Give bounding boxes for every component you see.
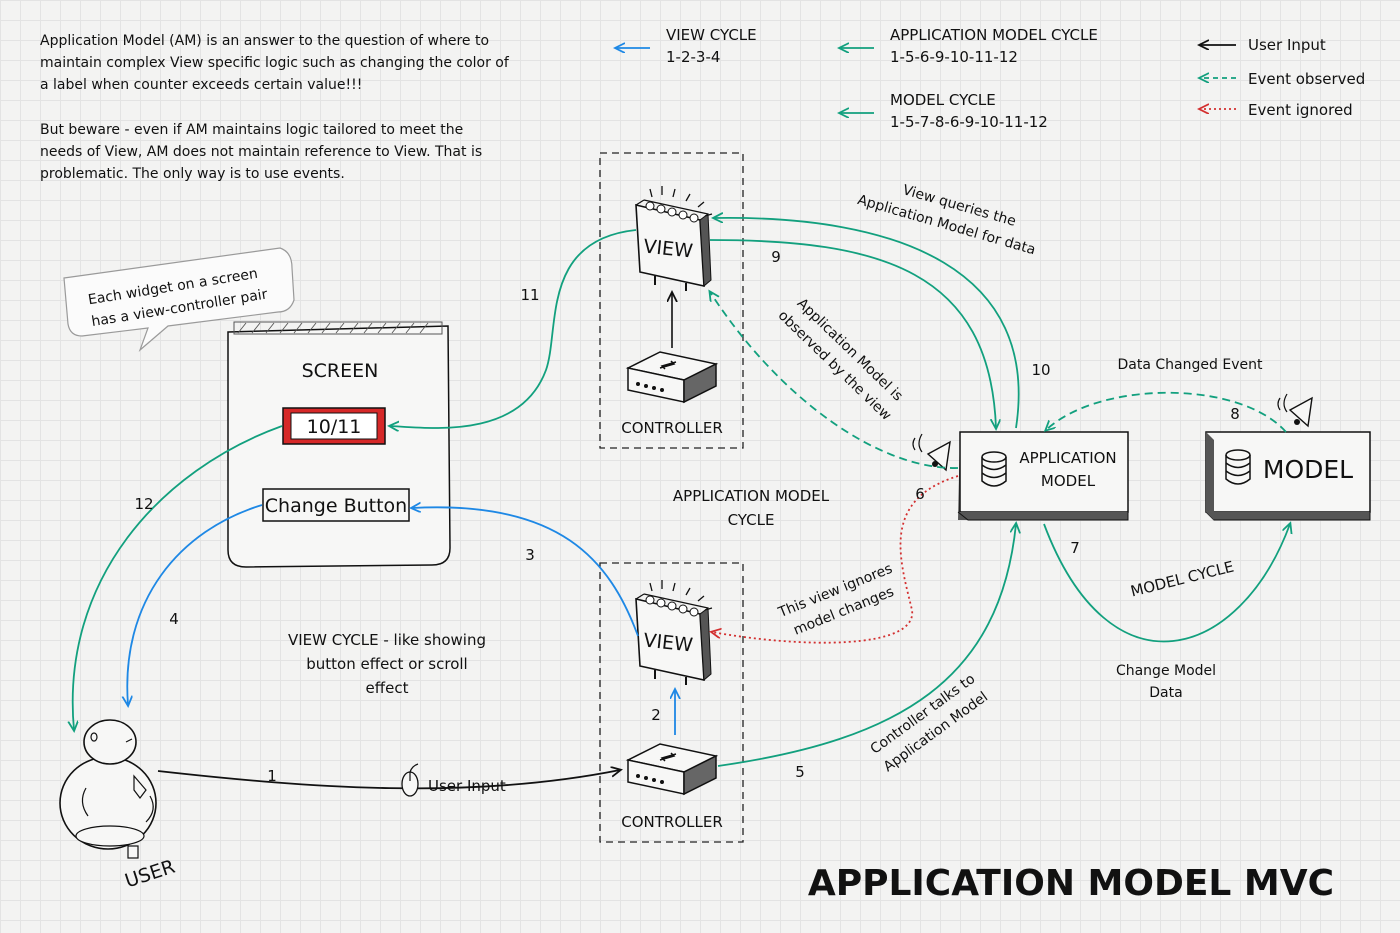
legend-event-ignored: Event ignored: [1248, 101, 1353, 119]
view-to-counter-arrow: [390, 229, 637, 428]
user-figure-icon: USER: [59, 719, 178, 893]
data-changed-label: Data Changed Event: [1118, 357, 1263, 373]
am-ignored-arrow: [712, 475, 959, 644]
model-label: MODEL: [1263, 455, 1353, 484]
intro-line: maintain complex View specific logic suc…: [40, 55, 510, 71]
am-to-model-arrow: [1043, 524, 1290, 643]
am-observed-arrow: [710, 292, 959, 469]
change-button-label: Change Button: [265, 495, 407, 517]
controller-bottom-label: CONTROLLER: [621, 813, 723, 831]
am-response-arrow: [714, 218, 1020, 429]
screen: SCREEN 10/11 Change Button: [227, 321, 451, 568]
am-observed-annotation: Application Model is observed by the vie…: [775, 295, 906, 423]
data-changed-arrow: [1046, 391, 1287, 433]
view-ignores-annotation: This view ignores model changes: [775, 561, 896, 639]
user-input-arrow: [157, 770, 620, 790]
controller-top-label: CONTROLLER: [621, 419, 723, 437]
view-controller-pair-bottom: [599, 562, 744, 843]
step-9: 9: [771, 248, 781, 266]
step-10: 10: [1031, 361, 1050, 379]
view-cycle-desc: VIEW CYCLE - like showing: [288, 631, 486, 649]
view-top-label: VIEW: [642, 235, 694, 262]
app-model-label: MODEL: [1041, 472, 1096, 490]
application-model-node: APPLICATION MODEL: [957, 431, 1129, 521]
step-5: 5: [795, 763, 805, 781]
view-cycle-desc: effect: [366, 679, 409, 697]
intro-line: needs of View, AM does not maintain refe…: [40, 144, 482, 160]
intro-line: But beware - even if AM maintains logic …: [40, 122, 463, 138]
controller-talks-annotation: Controller talks to Application Model: [868, 671, 991, 775]
screen-title: SCREEN: [302, 360, 379, 382]
change-button[interactable]: [262, 488, 410, 522]
model-node: MODEL: [1205, 431, 1371, 521]
view-bottom-label: VIEW: [642, 629, 694, 656]
view-controller-pair-top: [599, 152, 744, 449]
step-3: 3: [525, 546, 535, 564]
intro-line: problematic. The only way is to use even…: [40, 166, 345, 182]
intro-line: Application Model (AM) is an answer to t…: [40, 33, 489, 49]
counter-label: 10/11: [307, 416, 362, 438]
step-7: 7: [1070, 539, 1080, 557]
counter-to-user-arrow: [73, 425, 283, 730]
controller-box-bottom: CONTROLLER: [621, 743, 723, 831]
legend-event-observed: Event observed: [1248, 70, 1365, 88]
step-4: 4: [169, 610, 179, 628]
view-query-arrow: [709, 239, 996, 428]
view-queries-annotation: View queries the Application Model for d…: [856, 182, 1038, 258]
bell-icon: [912, 433, 951, 472]
user-label: USER: [122, 856, 177, 893]
mouse-icon: [401, 763, 419, 797]
page-title: APPLICATION MODEL MVC: [808, 863, 1334, 904]
view-monitor-bottom: VIEW: [635, 580, 713, 685]
controller-box-top: CONTROLLER: [621, 351, 723, 437]
database-icon: [981, 451, 1007, 487]
am-cycle-seq: 1-5-6-9-10-11-12: [890, 48, 1018, 66]
change-model-label: Change Model: [1116, 663, 1216, 679]
step-1: 1: [267, 767, 277, 785]
legend-user-input: User Input: [1248, 36, 1326, 54]
am-cycle-label: APPLICATION MODEL CYCLE: [890, 26, 1098, 44]
step-6: 6: [915, 485, 925, 503]
am-cycle-center-label: APPLICATION MODEL: [673, 487, 830, 505]
am-cycle-center-label: CYCLE: [728, 511, 775, 529]
cycle-key: VIEW CYCLE 1-2-3-4 APPLICATION MODEL CYC…: [616, 26, 1098, 131]
app-model-label: APPLICATION: [1019, 449, 1116, 467]
view-to-button-arrow: [412, 507, 639, 637]
step-12: 12: [134, 495, 153, 513]
step-11: 11: [520, 286, 539, 304]
view-cycle-label: VIEW CYCLE: [666, 26, 757, 44]
step-numbers: 1 2 3 4 5 6 7 8 9 10 11 12: [134, 248, 1239, 785]
intro-line: a label when counter exceeds certain val…: [40, 77, 362, 93]
button-to-user-arrow: [127, 504, 263, 705]
view-cycle-seq: 1-2-3-4: [666, 48, 720, 66]
model-cycle-curve-label: MODEL CYCLE: [1129, 557, 1236, 600]
step-2: 2: [651, 706, 661, 724]
model-cycle-seq: 1-5-7-8-6-9-10-11-12: [890, 113, 1048, 131]
legend: User Input Event observed Event ignored: [1200, 36, 1365, 119]
view-monitor-top: VIEW: [635, 186, 713, 291]
intro-text: Application Model (AM) is an answer to t…: [40, 33, 510, 182]
database-icon: [1225, 449, 1251, 485]
view-cycle-desc: button effect or scroll: [306, 655, 467, 673]
change-model-label: Data: [1149, 685, 1182, 701]
user-input-label: User Input: [428, 777, 506, 795]
model-cycle-label: MODEL CYCLE: [890, 91, 996, 109]
bell-icon: [1277, 393, 1313, 428]
step-8: 8: [1230, 405, 1240, 423]
controller-to-am-arrow: [717, 524, 1016, 767]
